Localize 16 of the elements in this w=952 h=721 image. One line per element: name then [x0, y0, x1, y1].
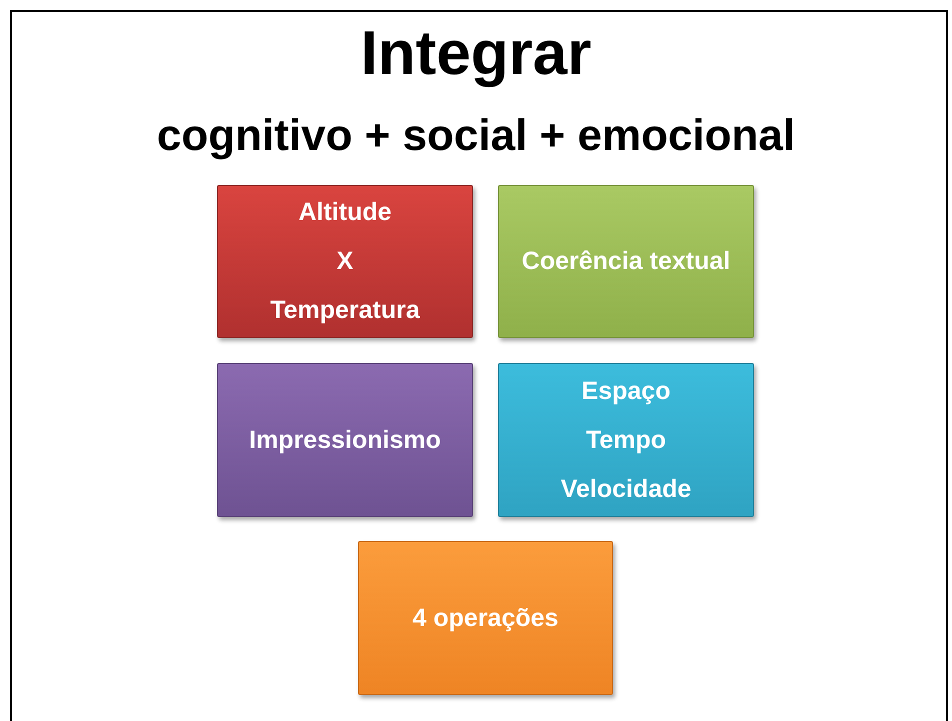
topic-box — [498, 185, 754, 338]
subtitle: cognitivo + social + emocional — [156, 110, 796, 162]
box-text: Impressionismo — [249, 424, 441, 456]
topic-box — [358, 541, 613, 695]
box-text: Coerência textual — [522, 246, 730, 277]
box-text: X — [336, 246, 354, 277]
box-text: Temperatura — [270, 295, 420, 326]
box-text: Velocidade — [560, 474, 692, 504]
topic-box — [217, 363, 473, 517]
topic-box — [498, 363, 754, 517]
box-text: Tempo — [586, 424, 666, 456]
box-text: Espaço — [582, 376, 670, 406]
slide-title: Integrar — [360, 18, 592, 90]
box-text: Altitude — [298, 197, 392, 228]
box-text: 4 operações — [412, 602, 558, 634]
topic-box — [217, 185, 473, 338]
